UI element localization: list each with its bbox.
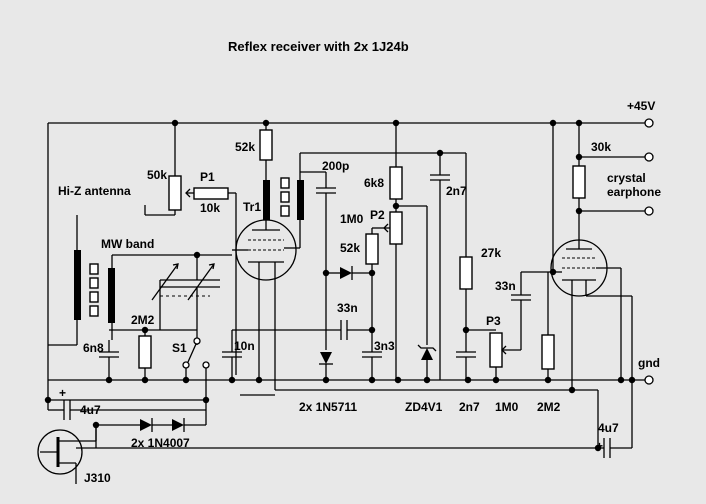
switch-s1 — [182, 330, 210, 400]
pot-p1 — [144, 123, 237, 375]
antenna-coil — [48, 215, 99, 346]
cap-33n-coupling — [232, 320, 376, 340]
res-30k — [572, 123, 654, 240]
bias-line — [275, 386, 599, 448]
earphone-label-2: earphone — [607, 185, 661, 199]
cap-4u7-right-plus: + — [596, 439, 603, 453]
cap-33n-grid-label: 33n — [495, 279, 516, 293]
diodes-5711-label: 2x 1N5711 — [299, 400, 357, 414]
res-30k-label: 30k — [591, 140, 611, 154]
antenna-label: Hi-Z antenna — [58, 184, 131, 198]
transformer-label: Tr1 — [243, 200, 261, 214]
tube-1 — [232, 219, 300, 396]
res-52k-detector — [365, 227, 384, 352]
jfet-label: J310 — [84, 471, 111, 485]
switch-label: S1 — [172, 341, 187, 355]
cap-10n-label: 10n — [234, 339, 255, 353]
diode-5711-a — [326, 266, 372, 280]
diodes-4007 — [48, 399, 207, 432]
mw-band-label: MW band — [101, 237, 154, 251]
cap-2n7-top-label: 2n7 — [446, 184, 467, 198]
res-6k8 — [389, 123, 403, 212]
cap-200p — [300, 171, 336, 350]
cap-4u7-left-plus: + — [59, 386, 66, 400]
cap-4u7-right-label: 4u7 — [598, 421, 619, 435]
ground-terminal — [644, 375, 654, 385]
res-1m0-b-label: 1M0 — [495, 400, 519, 414]
res-27k — [459, 153, 473, 352]
tube-2 — [550, 239, 633, 388]
res-2m2-left-label: 2M2 — [131, 313, 155, 327]
res-6k8-label: 6k8 — [364, 176, 384, 190]
zener-label: ZD4V1 — [405, 400, 443, 414]
cap-2n7-top — [430, 149, 450, 380]
cap-3n3-label: 3n3 — [374, 339, 395, 353]
pot-p1-series: 10k — [200, 201, 220, 215]
cap-2n7-bottom — [456, 351, 476, 380]
mw-coil — [108, 251, 232, 340]
res-27k-label: 27k — [481, 246, 501, 260]
cap-4u7-left — [44, 380, 210, 429]
cap-33n-coupling-label: 33n — [337, 301, 358, 315]
res-52k-plate-label: 52k — [235, 140, 255, 154]
res-1m0-label: 1M0 — [340, 212, 364, 226]
zener-diode — [417, 344, 437, 380]
earphone-label-1: crystal — [607, 171, 646, 185]
res-2m2-left — [109, 326, 160, 380]
cap-6n8 — [99, 340, 119, 380]
pot-p2-label: P2 — [370, 208, 385, 222]
cap-10n — [222, 330, 242, 380]
tuning-capacitor — [151, 255, 220, 331]
res-2m2-right — [541, 123, 555, 380]
cap-2n7-bottom-label: 2n7 — [459, 400, 480, 414]
ground-label: gnd — [638, 356, 660, 370]
cap-200p-label: 200p — [322, 159, 349, 173]
supply-terminal — [644, 118, 654, 128]
res-2m2-right-label: 2M2 — [537, 400, 561, 414]
diagram-title: Reflex receiver with 2x 1J24b — [228, 39, 409, 54]
supply-label: +45V — [627, 99, 655, 113]
cap-6n8-label: 6n8 — [83, 341, 104, 355]
diodes-4007-label: 2x 1N4007 — [131, 436, 190, 450]
pot-p3 — [466, 300, 522, 380]
pot-p2 — [383, 205, 428, 380]
cap-4u7-left-label: 4u7 — [80, 403, 101, 417]
ground-rail — [48, 375, 654, 385]
cap-33n-grid — [511, 268, 557, 301]
diode-5711-b — [319, 352, 333, 380]
jfet-j310 — [37, 425, 604, 484]
cap-4u7-right — [594, 380, 633, 458]
pot-p1-label: P1 — [200, 170, 215, 184]
cap-3n3 — [362, 351, 382, 380]
pot-p3-label: P3 — [486, 314, 501, 328]
pot-p1-value: 50k — [147, 168, 167, 182]
transformer-tr1 — [263, 152, 466, 248]
res-52k-plate — [259, 123, 273, 180]
res-52k-detector-label: 52k — [340, 241, 360, 255]
